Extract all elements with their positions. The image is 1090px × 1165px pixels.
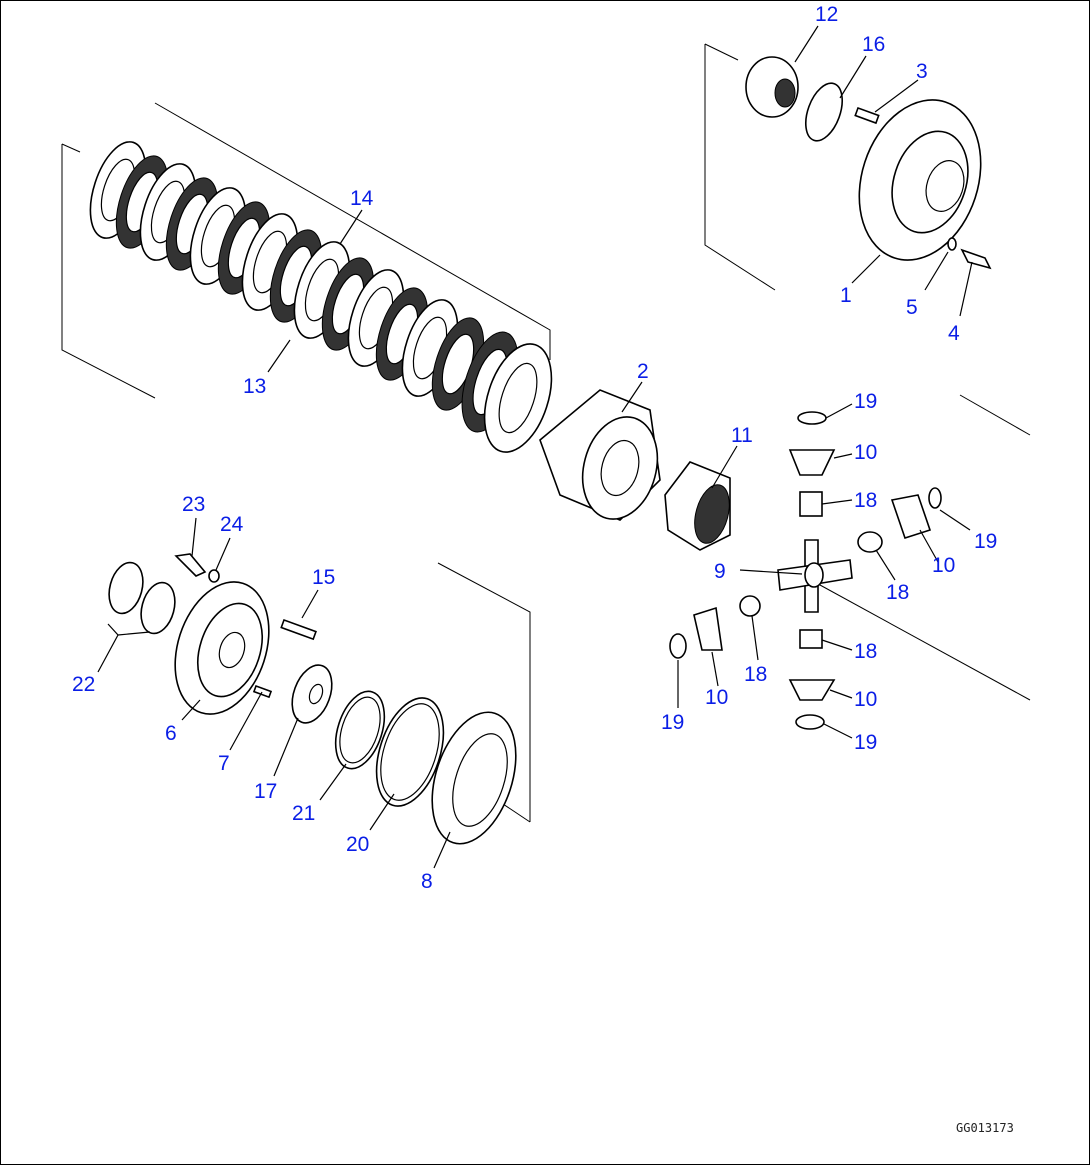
callout: 17 [254,780,277,803]
callout: 9 [714,560,726,583]
callout: 7 [218,752,230,775]
pinion-10-right [890,494,932,540]
callout: 6 [165,722,177,745]
callout: 18 [854,489,877,512]
washer-19-right [928,487,942,509]
callout: 16 [862,33,885,56]
callout: 2 [637,360,649,383]
cover-assembly [108,553,517,845]
callout: 23 [182,493,205,516]
callout: 10 [705,686,728,709]
callout: 5 [906,296,918,319]
bolt-4 [960,248,992,270]
callout: 10 [932,554,955,577]
bushing-18-left [739,595,761,617]
pin-3 [854,106,880,125]
differential-case [539,389,661,521]
bolt-23 [174,553,207,577]
callout: 22 [72,673,95,696]
pinion-10-left [693,606,723,651]
pin-15 [280,618,317,641]
spider-9 [777,539,853,613]
ring-21 [334,690,386,770]
callout: 19 [854,390,877,413]
callout: 4 [948,322,960,345]
clutch-plate [483,343,553,453]
side-gear [664,461,731,551]
washer-19-bottom [795,714,825,730]
pinion-10-bottom [788,679,836,701]
callout: 24 [220,513,244,536]
callout: 18 [886,581,909,604]
callout: 20 [346,833,369,856]
washer-24 [208,569,220,583]
clutch-plate-pack [89,141,553,453]
callout: 11 [731,424,753,447]
callouts: 12 16 3 1 5 4 14 13 2 11 19 10 18 19 10 … [72,3,997,893]
bushing-18-top [799,491,823,517]
callout: 10 [854,441,877,464]
thrust-washer-17 [291,664,333,724]
spider-assembly [669,411,942,730]
leader-lines [97,25,973,869]
washer-5 [947,237,957,251]
flange-assembly [745,56,992,270]
snap-ring-22 [108,561,176,635]
washer-16 [804,82,844,142]
callout: 13 [243,375,266,398]
callout: 19 [974,530,997,553]
cover-6 [174,581,270,715]
callout: 1 [840,284,852,307]
callout: 12 [815,3,838,26]
callout: 18 [744,663,767,686]
guide-lines [61,43,1031,823]
callout: 19 [661,711,684,734]
hub-12 [745,56,799,118]
bushing-18-right [857,531,883,553]
callout: 15 [312,566,335,589]
callout: 14 [350,187,374,210]
ring-20 [375,697,445,807]
drawing-code: GG013173 [956,1121,1014,1135]
bushing-18-bottom [799,629,823,649]
callout: 10 [854,688,877,711]
washer-19-top [797,411,827,425]
callout: 21 [292,802,315,825]
seal-8 [431,711,517,845]
pin-7 [252,684,273,699]
callout: 18 [854,640,877,663]
callout: 3 [916,60,928,83]
washer-19-left [669,633,687,659]
pinion-10-top [788,449,836,476]
callout: 8 [421,870,433,893]
callout: 19 [854,731,877,754]
flange-1 [858,99,982,261]
